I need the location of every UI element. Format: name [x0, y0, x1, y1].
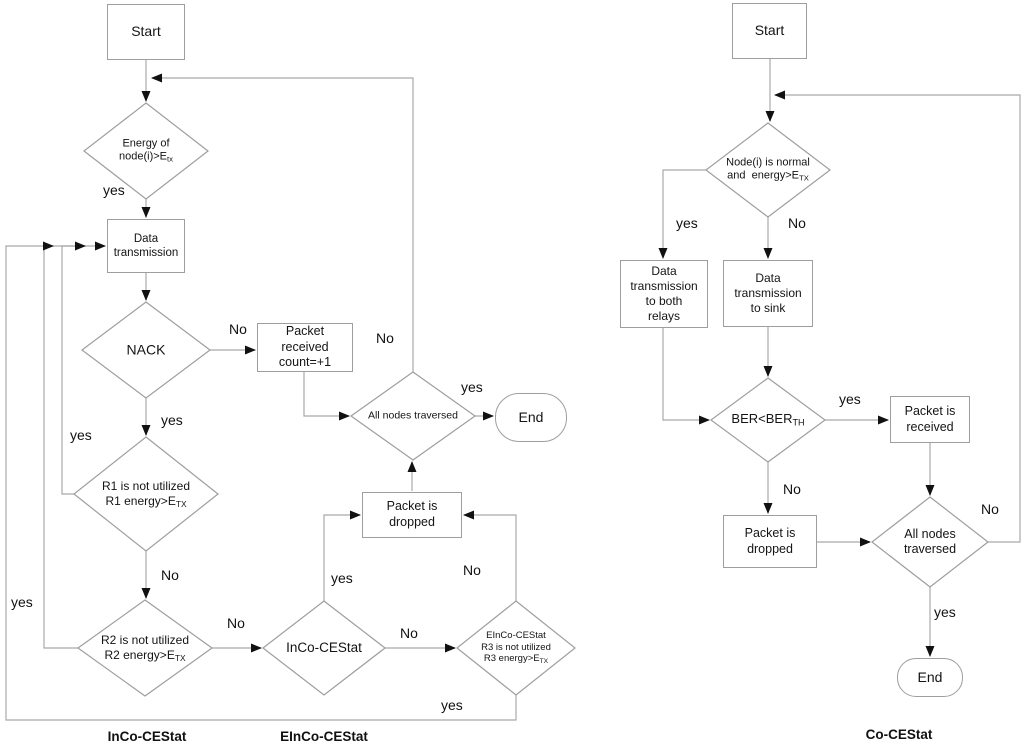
inco-decision-diamond	[262, 600, 386, 696]
all-nodes-decision-text-left: All nodes traversed	[368, 409, 458, 422]
edge-label-inco-no: No	[400, 625, 418, 641]
r2-decision-diamond	[76, 599, 214, 697]
edge-label-r1-yes: yes	[70, 427, 92, 443]
start-node-right: Start	[732, 3, 807, 59]
edge-label-allnodes-no-right: No	[981, 501, 999, 517]
caption-einco-cestat: EInCo-CEStat	[280, 729, 368, 744]
edge-inco-yes	[323, 510, 361, 601]
edge-label-node-no: No	[788, 215, 806, 231]
caption-co-cestat: Co-CEStat	[865, 727, 933, 742]
energy-decision-text: Energy of node(i)>Etx	[119, 137, 173, 165]
ber-decision-diamond	[709, 377, 827, 463]
packet-received-count-node: Packet received count=+1	[257, 323, 353, 372]
all-nodes-decision-diamond-left	[349, 371, 477, 461]
edge-einco-no	[463, 510, 517, 601]
edge-r2-yes-loop	[43, 241, 86, 649]
r1-decision-diamond	[73, 436, 219, 552]
edge-label-node-yes: yes	[676, 215, 698, 231]
edge-label-r2-no: No	[227, 615, 245, 631]
caption-inco-cestat: InCo-CEStat	[107, 729, 187, 744]
node-decision-diamond	[705, 122, 831, 218]
edge-label-einco-no: No	[463, 562, 481, 578]
data-transmission-node: Data transmission	[107, 219, 185, 273]
r2-decision-text: R2 is not utilized R2 energy>ETX	[100, 632, 190, 663]
packet-dropped-node-left: Packet is dropped	[362, 492, 462, 538]
tx-sink-node: Data transmission to sink	[723, 260, 813, 327]
edge-allnodes-no-loop-right	[774, 90, 1021, 543]
ber-decision-text: BER<BERTH	[731, 411, 805, 428]
packet-dropped-node-right: Packet is dropped	[723, 515, 817, 568]
packet-received-node-right: Packet is received	[890, 396, 970, 443]
edge-pktrecv-to-allnodes	[303, 372, 350, 421]
edge-label-ber-no: No	[783, 481, 801, 497]
edge-label-r2-yes: yes	[11, 594, 33, 610]
edge-r1-yes-loop	[61, 241, 106, 495]
edge-allnodes-no-loop	[151, 73, 414, 372]
end-node-right: End	[897, 658, 963, 697]
edge-label-nack-yes: yes	[161, 412, 183, 428]
r1-decision-text: R1 is not utilized R1 energy>ETX	[101, 478, 191, 509]
edge-label-allnodes-yes-right: yes	[934, 604, 956, 620]
einco-decision-text: EInCo-CEStat R3 is not utilized R3 energ…	[481, 629, 551, 665]
edge-label-energy-yes: yes	[103, 182, 125, 198]
all-nodes-decision-diamond-right	[871, 496, 989, 588]
inco-decision-text: InCo-CEStat	[286, 639, 362, 655]
energy-decision-diamond	[83, 102, 209, 200]
end-node-left: End	[495, 393, 567, 442]
nack-decision-text: NACK	[126, 341, 166, 358]
edge-label-nack-no: No	[229, 321, 247, 337]
nack-decision-diamond	[81, 301, 211, 399]
edge-label-inco-yes: yes	[331, 570, 353, 586]
tx-both-relays-node: Data transmission to both relays	[620, 260, 708, 328]
edge-label-r1-no: No	[161, 567, 179, 583]
edge-node-yes	[658, 169, 706, 259]
edge-label-allnodes-no-left: No	[376, 330, 394, 346]
einco-decision-diamond	[456, 600, 576, 696]
node-decision-text: Node(i) is normal and energy>ETX	[726, 156, 810, 184]
edge-label-ber-yes: yes	[839, 391, 861, 407]
start-node-left: Start	[107, 4, 185, 60]
edge-label-einco-yes: yes	[441, 697, 463, 713]
edge-relays-to-ber	[662, 328, 710, 425]
edge-label-allnodes-yes-left: yes	[461, 379, 483, 395]
edge-einco-yes-loop	[5, 241, 517, 721]
all-nodes-decision-text-right: All nodes traversed	[903, 526, 957, 556]
